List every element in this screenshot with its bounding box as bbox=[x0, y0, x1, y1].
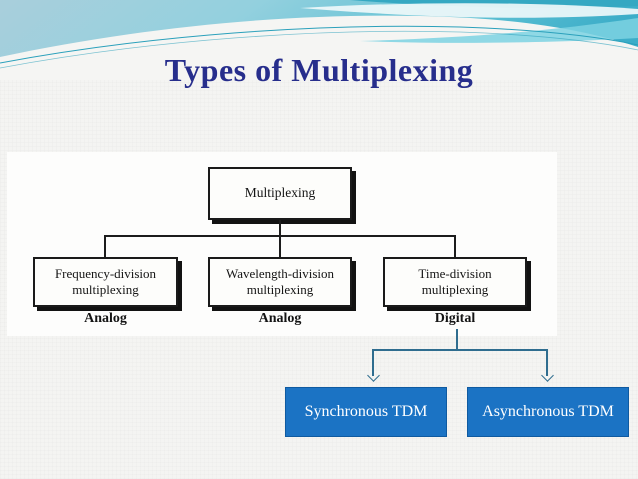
tdm-connector-horizontal bbox=[372, 349, 548, 351]
connector-drop-middle bbox=[279, 235, 281, 258]
connector-drop-right bbox=[454, 235, 456, 258]
category-label-analog-2: Analog bbox=[258, 311, 302, 326]
connector-root-stem bbox=[279, 220, 281, 236]
arrowhead-down-right-icon bbox=[541, 369, 554, 382]
diagram-node-label: Time-division multiplexing bbox=[418, 265, 492, 297]
textbook-diagram-image: Multiplexing Frequency-division multiple… bbox=[7, 152, 557, 336]
tdm-connector-drop-right bbox=[546, 349, 548, 376]
header-white-streak bbox=[300, 3, 638, 18]
box-synchronous-tdm: Synchronous TDM bbox=[285, 387, 447, 437]
header-white-wave bbox=[0, 15, 638, 80]
diagram-node-multiplexing: Multiplexing bbox=[208, 167, 352, 220]
tdm-connector-stem bbox=[456, 329, 458, 350]
header-thin-line-1 bbox=[0, 25, 638, 64]
diagram-node-wavelength-division: Wavelength-division multiplexing bbox=[208, 257, 352, 307]
diagram-node-time-division: Time-division multiplexing bbox=[383, 257, 527, 307]
header-cyan-swoosh bbox=[360, 18, 638, 43]
diagram-node-label: Wavelength-division multiplexing bbox=[226, 265, 334, 297]
tdm-connector-drop-left bbox=[372, 349, 374, 376]
slide-title: Types of Multiplexing bbox=[164, 52, 474, 88]
connector-drop-left bbox=[104, 235, 106, 258]
box-label: Asynchronous TDM bbox=[482, 403, 614, 420]
diagram-node-frequency-division: Frequency-division multiplexing bbox=[33, 257, 178, 307]
category-label-digital: Digital bbox=[434, 311, 476, 326]
arrowhead-down-left-icon bbox=[367, 369, 380, 382]
category-label-analog-1: Analog bbox=[84, 311, 127, 326]
box-label: Synchronous TDM bbox=[304, 403, 428, 420]
diagram-node-label: Frequency-division multiplexing bbox=[54, 265, 157, 297]
box-asynchronous-tdm: Asynchronous TDM bbox=[467, 387, 629, 437]
header-thin-line-2 bbox=[0, 30, 638, 69]
diagram-node-label: Multiplexing bbox=[244, 185, 316, 201]
header-wave-decoration bbox=[0, 0, 638, 80]
